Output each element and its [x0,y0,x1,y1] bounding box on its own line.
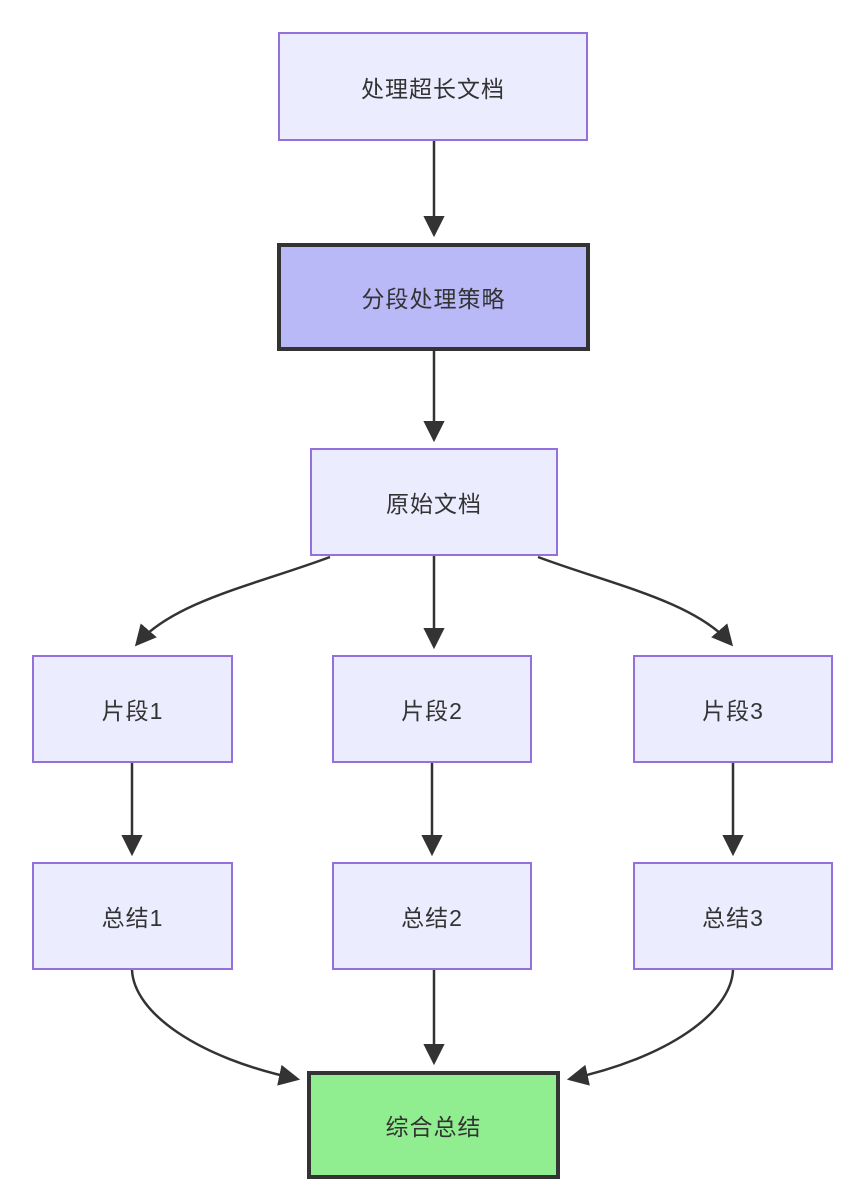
node-fragment-2: 片段2 [332,655,532,763]
node-summary-3: 总结3 [633,862,833,970]
node-summary-1: 总结1 [32,862,233,970]
node-segmentation-strategy: 分段处理策略 [277,243,590,351]
node-label: 片段3 [702,698,764,724]
node-label: 原始文档 [386,491,482,517]
node-label: 综合总结 [385,1114,482,1140]
node-process-long-document: 处理超长文档 [278,32,588,141]
node-label: 分段处理策略 [361,286,506,312]
edge-sum3-final [566,969,735,1086]
node-label: 总结3 [702,905,764,931]
node-label: 总结2 [401,905,463,931]
node-fragment-3: 片段3 [633,655,833,763]
node-label: 总结1 [101,905,164,931]
edge-original-frag3 [537,555,734,647]
node-label: 片段2 [401,698,463,724]
node-label: 处理超长文档 [361,75,505,102]
node-label: 片段1 [101,698,164,724]
node-combined-summary: 综合总结 [307,1071,560,1179]
edge-original-frag1 [134,555,331,647]
node-fragment-1: 片段1 [32,655,233,763]
node-summary-2: 总结2 [332,862,532,970]
node-original-document: 原始文档 [310,448,558,556]
edge-sum1-final [130,969,301,1086]
